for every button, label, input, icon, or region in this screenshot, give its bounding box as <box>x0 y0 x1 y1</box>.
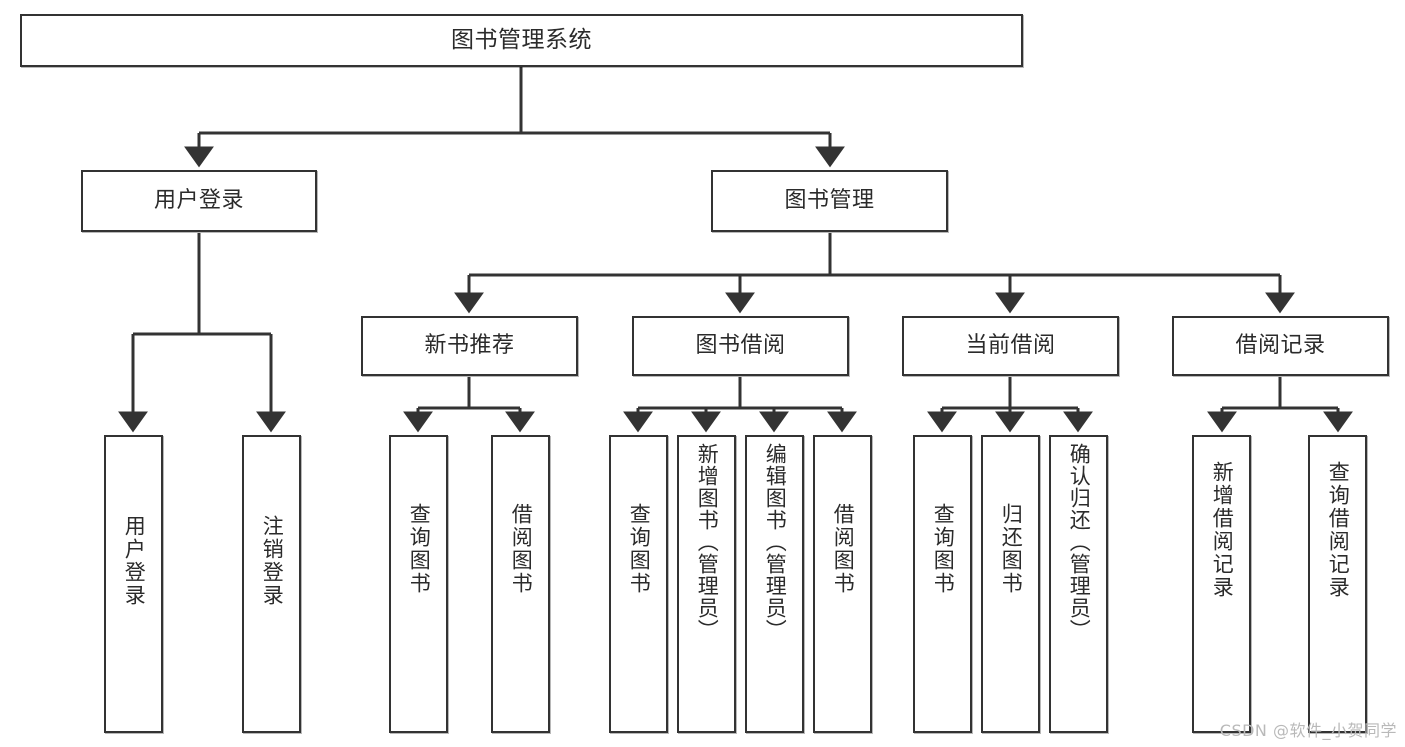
node-label: 注销登录 <box>260 515 285 607</box>
leaf-book-borrow-add[interactable]: 新增图书（管理员） <box>677 435 736 733</box>
node-label: 用户登录 <box>122 515 147 607</box>
leaf-book-borrow-query[interactable]: 查询图书 <box>609 435 668 733</box>
node-label: 借阅图书 <box>831 503 856 595</box>
node-label: 用户登录 <box>153 187 244 213</box>
node-label: 归还图书 <box>999 503 1024 595</box>
node-label: 新增图书（管理员） <box>695 443 720 641</box>
leaf-current-borrow-confirm-return[interactable]: 确认归还（管理员） <box>1049 435 1108 733</box>
node-label: 查询图书 <box>407 503 432 595</box>
node-label: 查询图书 <box>931 503 956 595</box>
connector-lines <box>118 67 1353 433</box>
watermark-text: CSDN @软件_小贺同学 <box>1219 721 1397 740</box>
node-label: 新增借阅记录 <box>1210 461 1235 599</box>
node-label: 当前借阅 <box>965 332 1056 358</box>
node-label: 图书管理 <box>784 187 875 213</box>
node-label: 查询借阅记录 <box>1326 461 1351 599</box>
leaf-current-borrow-query[interactable]: 查询图书 <box>913 435 972 733</box>
node-book-borrow[interactable]: 图书借阅 <box>632 316 849 376</box>
leaf-new-book-query[interactable]: 查询图书 <box>389 435 448 733</box>
node-label: 图书借阅 <box>695 332 786 358</box>
leaf-user-login-login[interactable]: 用户登录 <box>104 435 163 733</box>
node-borrow-record[interactable]: 借阅记录 <box>1172 316 1389 376</box>
leaf-book-borrow-edit[interactable]: 编辑图书（管理员） <box>745 435 804 733</box>
node-label: 借阅记录 <box>1235 332 1326 358</box>
node-new-book-recommend[interactable]: 新书推荐 <box>361 316 578 376</box>
node-label: 图书管理系统 <box>451 26 592 53</box>
node-label: 编辑图书（管理员） <box>763 443 788 641</box>
leaf-new-book-borrow[interactable]: 借阅图书 <box>491 435 550 733</box>
node-current-borrow[interactable]: 当前借阅 <box>902 316 1119 376</box>
node-label: 确认归还（管理员） <box>1067 443 1092 641</box>
leaf-current-borrow-return[interactable]: 归还图书 <box>981 435 1040 733</box>
node-label: 新书推荐 <box>424 332 515 358</box>
leaf-borrow-record-query[interactable]: 查询借阅记录 <box>1308 435 1367 733</box>
leaf-user-login-logout[interactable]: 注销登录 <box>242 435 301 733</box>
node-root-book-management-system[interactable]: 图书管理系统 <box>20 14 1023 67</box>
leaf-book-borrow-borrow[interactable]: 借阅图书 <box>813 435 872 733</box>
node-label: 借阅图书 <box>509 503 534 595</box>
node-label: 查询图书 <box>627 503 652 595</box>
node-user-login[interactable]: 用户登录 <box>81 170 317 232</box>
node-book-management[interactable]: 图书管理 <box>711 170 948 232</box>
leaf-borrow-record-add[interactable]: 新增借阅记录 <box>1192 435 1251 733</box>
